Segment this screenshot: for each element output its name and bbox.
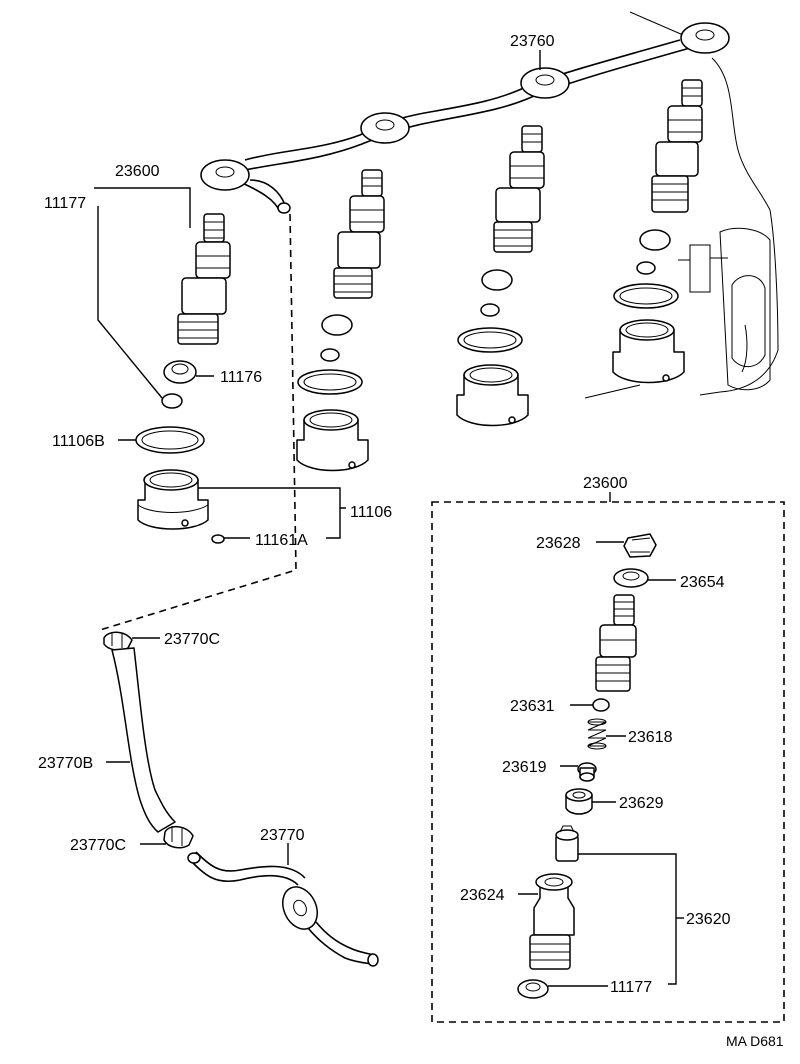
label-23631: 23631 [510, 698, 555, 715]
holder-sleeve-3 [456, 364, 529, 427]
ball-23631 [592, 698, 610, 712]
seat-2 [321, 314, 353, 336]
label-23600-detail: 23600 [583, 475, 628, 492]
label-23760: 23760 [510, 33, 555, 50]
leakage-route-dashed-line [99, 213, 297, 631]
label-23620: 23620 [686, 911, 731, 928]
nozzle-holder-4 [651, 79, 703, 213]
nozzle-body-23624 [529, 873, 575, 970]
pin-23619 [577, 762, 597, 782]
banjo-fitting [282, 886, 318, 930]
label-23770c-bottom: 23770C [70, 837, 126, 854]
cylinder-head-outline [584, 11, 779, 399]
label-23624: 23624 [460, 887, 505, 904]
spacer-23629 [565, 788, 593, 815]
nozzle-holder-1 [177, 213, 231, 345]
nozzle-holder-detail-box [431, 501, 785, 1023]
pipe-clamp-1 [200, 159, 250, 191]
part-number-labels: 23760 23600 11177 11176 11106B 11106 111… [38, 33, 784, 1049]
o-ring-11106b [135, 426, 205, 454]
label-11161a: 11161A [255, 532, 308, 549]
pin-11161a [211, 534, 225, 544]
footer-code: MA D681 [726, 1033, 784, 1049]
label-11106b: 11106B [52, 433, 105, 450]
spring-23618 [587, 718, 607, 750]
nozzle-needle-23620 [555, 825, 579, 862]
pipe-clamp-4 [680, 22, 730, 54]
label-23618: 23618 [628, 729, 673, 746]
gasket-2 [320, 348, 340, 362]
holder-sleeve-11106-1 [137, 469, 209, 530]
pipe-clamp-2 [360, 112, 410, 144]
nozzle-holder-body-detail [595, 594, 637, 692]
seat-4 [639, 229, 671, 251]
holder-sleeve-4 [612, 319, 685, 384]
clamp-23770c-top [103, 631, 133, 651]
gasket-4 [636, 261, 656, 275]
seat-3 [481, 269, 513, 291]
pipe-23770 [187, 851, 379, 967]
label-23654: 23654 [680, 574, 725, 591]
pipe-clamp-3 [520, 67, 570, 99]
holder-sleeve-2 [296, 409, 369, 472]
gasket-3 [480, 303, 500, 317]
label-23628: 23628 [536, 535, 581, 552]
label-23770c-top: 23770C [164, 631, 220, 648]
pipe-end-fitting [277, 202, 291, 214]
clamp-23770c-bottom [163, 825, 194, 849]
nozzle-holder-2 [333, 169, 385, 299]
label-11177-detail: 11177 [610, 979, 652, 996]
washer-23654 [613, 568, 649, 588]
label-23619: 23619 [502, 759, 547, 776]
label-11106: 11106 [350, 504, 392, 521]
label-23770b: 23770B [38, 755, 93, 772]
label-23600-top: 23600 [115, 163, 160, 180]
gasket-11177-1 [161, 393, 183, 409]
label-23629: 23629 [619, 795, 664, 812]
injection-pipes-assembly [200, 22, 730, 214]
seat-1 [163, 360, 197, 384]
nut-23628 [623, 533, 657, 558]
hose-23770b [111, 647, 176, 833]
label-23770: 23770 [260, 827, 305, 844]
label-11177-top: 11177 [44, 195, 86, 212]
gasket-11177-detail [517, 979, 549, 999]
leader-lines [94, 50, 684, 987]
label-11176: 11176 [220, 369, 262, 386]
nozzle-holder-3 [493, 125, 545, 253]
